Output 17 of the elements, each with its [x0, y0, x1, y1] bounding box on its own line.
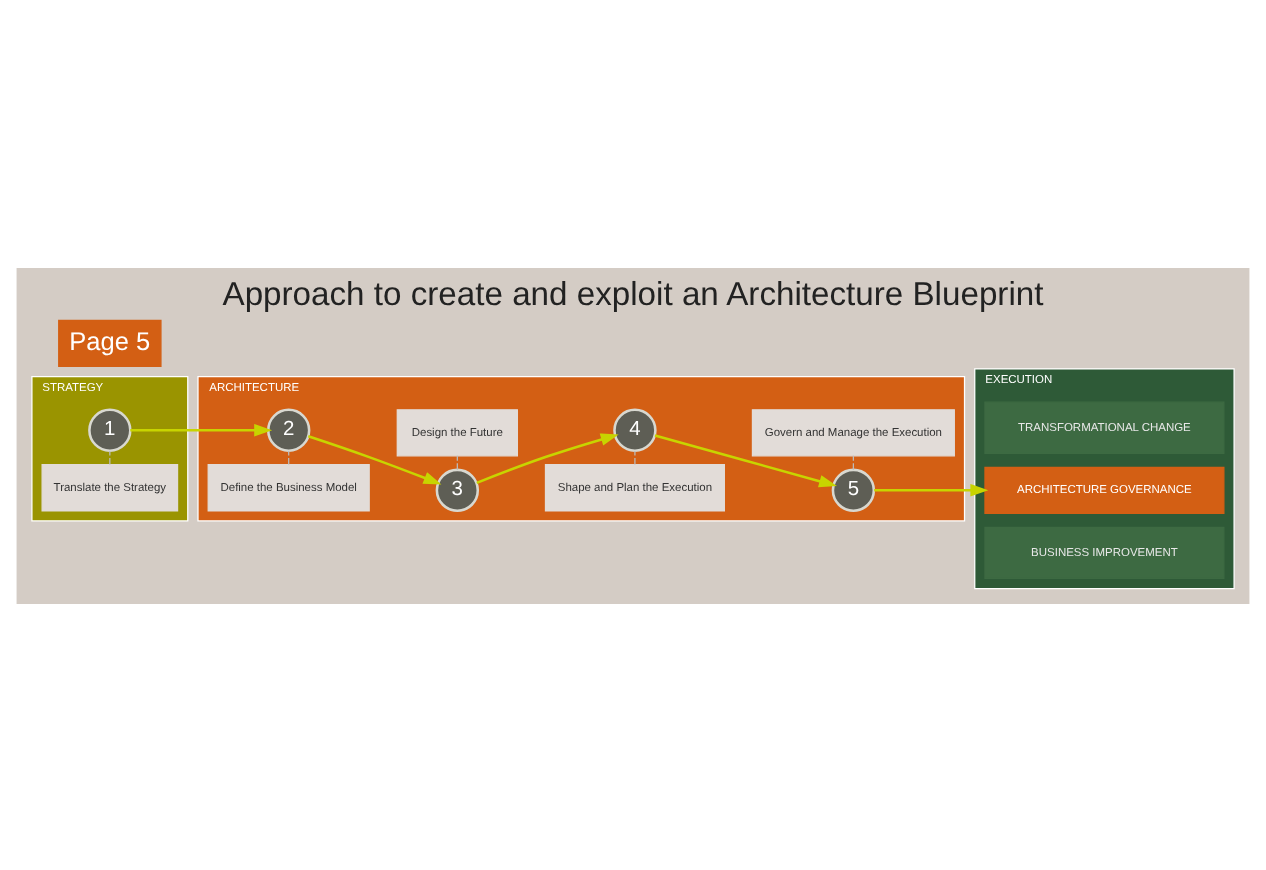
caption: Page 5: [69, 324, 151, 355]
connector: [456, 454, 458, 470]
diagram-title: Approach to create and exploit an Architecture Blueprint: [222, 273, 1044, 312]
node-circle: 4: [613, 407, 657, 451]
arrow: [874, 483, 989, 496]
arrow: [130, 422, 273, 436]
connector: [288, 449, 290, 465]
connector: [852, 454, 854, 470]
node-circle: 1: [88, 407, 132, 451]
connector: [109, 449, 111, 465]
node-circle: 5: [831, 467, 876, 511]
node-circle: 3: [435, 467, 480, 511]
node-circle: 2: [266, 407, 311, 451]
arrow: [476, 432, 619, 484]
arrow: [307, 434, 442, 484]
arrow: [654, 433, 837, 487]
connector: [634, 449, 636, 465]
